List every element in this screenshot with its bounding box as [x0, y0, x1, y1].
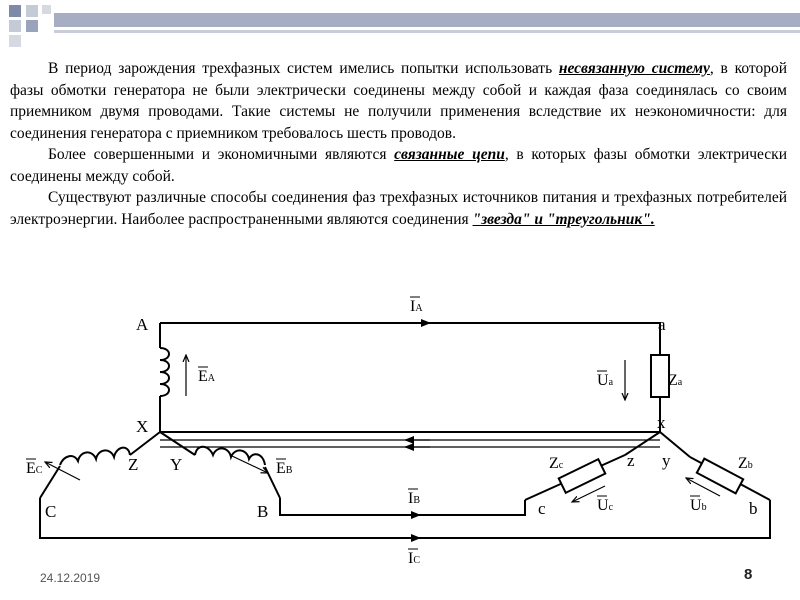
node-label-z-upper: Z	[128, 455, 138, 474]
deco-square	[42, 5, 51, 14]
node-label-y-upper: Y	[170, 455, 182, 474]
node-label-a-upper: A	[136, 315, 149, 334]
emphasis: "звезда" и "треугольник".	[472, 210, 655, 228]
node-label-c-upper: C	[45, 502, 56, 521]
voltage-ua-label: Ua	[597, 372, 614, 389]
paragraph-1: В период зарождения трехфазных систем им…	[10, 60, 787, 142]
impedance-zc-label: Zc	[549, 455, 564, 472]
current-ic-label: IC	[408, 550, 420, 567]
voltage-uc-label: Uc	[597, 497, 614, 514]
winding-a-coil	[159, 347, 170, 397]
deco-square	[26, 20, 38, 32]
impedance-zb	[695, 457, 745, 495]
deco-square	[9, 5, 21, 17]
node-label-x-lower: x	[657, 413, 666, 432]
impedance-zb-label: Zb	[738, 455, 753, 472]
three-phase-circuit-diagram: A X a x Z Y C B z y c b IA IB IC EA EB E…	[26, 296, 771, 567]
wire-phase-c	[39, 498, 771, 539]
voltage-ub-label: Ub	[690, 497, 707, 514]
node-label-x-upper: X	[136, 417, 148, 436]
current-ia-label: IA	[410, 298, 423, 315]
winding-b-coil	[194, 445, 266, 466]
wire-phase-b	[279, 498, 526, 516]
wire-phase-a	[160, 322, 661, 355]
current-ib-label: IB	[408, 490, 420, 507]
node-label-z-lower: z	[627, 451, 635, 470]
node-label-c-lower: c	[538, 499, 546, 518]
header-decoration	[0, 0, 800, 48]
slide-body-text: В период зарождения трехфазных систем им…	[10, 58, 787, 230]
page-number: 8	[744, 566, 753, 583]
deco-square	[26, 5, 38, 17]
winding-c-coil	[59, 446, 131, 466]
emphasis: связанные цепи	[394, 146, 505, 163]
paragraph-3: Существуют различные способы соединения …	[10, 189, 787, 228]
node-label-a-lower: a	[658, 315, 666, 334]
node-label-y-lower: y	[662, 451, 671, 470]
node-label-b-lower: b	[749, 499, 758, 518]
header-line	[54, 30, 800, 33]
impedance-za-label: Za	[668, 372, 683, 389]
emf-ea-label: EA	[198, 368, 216, 385]
emf-eb-label: EB	[276, 460, 293, 477]
node-label-b-upper: B	[257, 502, 268, 521]
header-band	[54, 13, 800, 27]
emphasis: несвязанную систему	[558, 60, 710, 77]
deco-square	[9, 35, 21, 47]
footer-date: 24.12.2019	[40, 571, 101, 585]
deco-square	[9, 20, 21, 32]
paragraph-2: Более совершенными и экономичными являют…	[10, 146, 788, 185]
impedance-za	[650, 354, 670, 398]
impedance-zc	[557, 457, 607, 495]
emf-ec-label: EC	[26, 460, 43, 477]
